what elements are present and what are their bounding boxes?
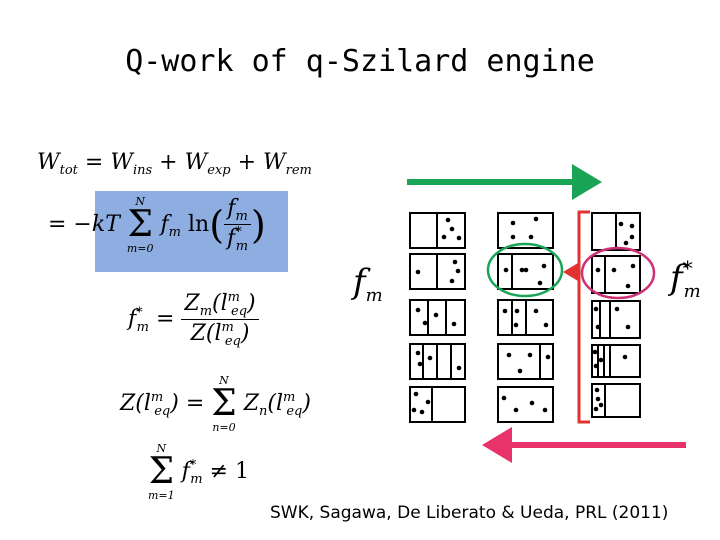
pink-highlight-circle xyxy=(580,246,656,300)
box-column-3 xyxy=(591,212,641,418)
box-column-1 xyxy=(409,212,466,423)
green-highlight-circle xyxy=(486,242,564,298)
box-column-2 xyxy=(497,212,554,423)
equation-f-star: f*m = Zm(lmeq)Z(lmeq) xyxy=(128,290,259,349)
citation: SWK, Sagawa, De Liberato & Ueda, PRL (20… xyxy=(270,503,669,523)
particles-column-3 xyxy=(592,221,636,412)
slide-title: Q-work of q-Szilard engine xyxy=(125,44,595,79)
particles-column-2 xyxy=(501,216,551,413)
equation-total-work: Wtot = Wins + Wexp + Wrem xyxy=(37,150,312,178)
f-star-m-label: f*m xyxy=(670,256,701,302)
highlighted-expression-background xyxy=(95,191,288,272)
particles-column-1 xyxy=(411,217,462,415)
red-bracket xyxy=(563,210,590,424)
f-m-label: fm xyxy=(353,262,383,306)
